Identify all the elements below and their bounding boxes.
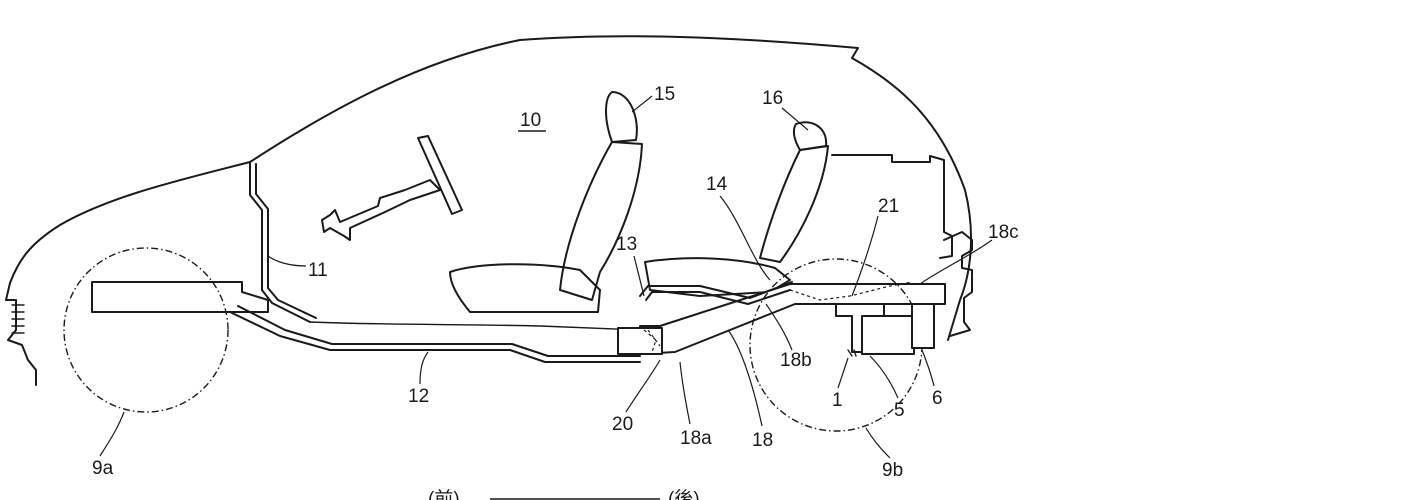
leader-13 (634, 256, 644, 296)
rear-seat-headrest (794, 122, 826, 150)
front-bumper (6, 283, 36, 385)
floor-panel (230, 312, 640, 362)
floor-panel-inner (238, 306, 640, 356)
front-seat-cushion (450, 264, 600, 312)
label-5: 5 (894, 400, 905, 421)
label-15: 15 (654, 84, 675, 105)
front-seat-headrest (606, 92, 637, 142)
direction-front-label: (前) (428, 488, 460, 500)
leader-15 (632, 96, 652, 112)
label-13: 13 (616, 234, 637, 255)
leader-12 (420, 352, 428, 384)
leader-11 (268, 256, 306, 266)
leader-9a (100, 412, 124, 456)
rear-bumper (944, 232, 972, 336)
leader-9b (866, 428, 890, 458)
label-18a: 18a (680, 428, 712, 449)
label-9a: 9a (92, 458, 114, 479)
steering-column (322, 180, 440, 240)
leader-14 (720, 196, 770, 280)
cabin-floor-line (310, 322, 640, 330)
label-9b: 9b (882, 460, 903, 481)
label-10: 10 (520, 110, 541, 131)
label-12: 12 (408, 386, 429, 407)
direction-rear-label: (後) (668, 488, 700, 500)
label-18c: 18c (988, 222, 1019, 243)
label-11: 11 (308, 260, 328, 281)
label-21: 21 (878, 196, 899, 217)
label-16: 16 (762, 88, 783, 109)
label-1: 1 (832, 390, 843, 411)
leader-6 (922, 350, 934, 386)
rear-seat-back (760, 146, 828, 262)
leader-1 (838, 358, 848, 388)
label-18: 18 (752, 430, 773, 451)
leader-5 (870, 356, 898, 398)
component-6 (912, 304, 934, 348)
label-20: 20 (612, 414, 633, 435)
frame-connector-block (618, 328, 662, 354)
leader-18c (920, 240, 992, 284)
label-14: 14 (706, 174, 728, 195)
leader-20 (626, 360, 660, 412)
label-6: 6 (932, 388, 943, 409)
leader-18a (680, 362, 690, 424)
front-seat-back (560, 142, 642, 300)
component-5 (862, 316, 914, 354)
grille-icon (12, 305, 24, 333)
steering-wheel (418, 136, 462, 214)
front-wheel-circle (64, 248, 228, 412)
label-18b: 18b (780, 350, 812, 371)
